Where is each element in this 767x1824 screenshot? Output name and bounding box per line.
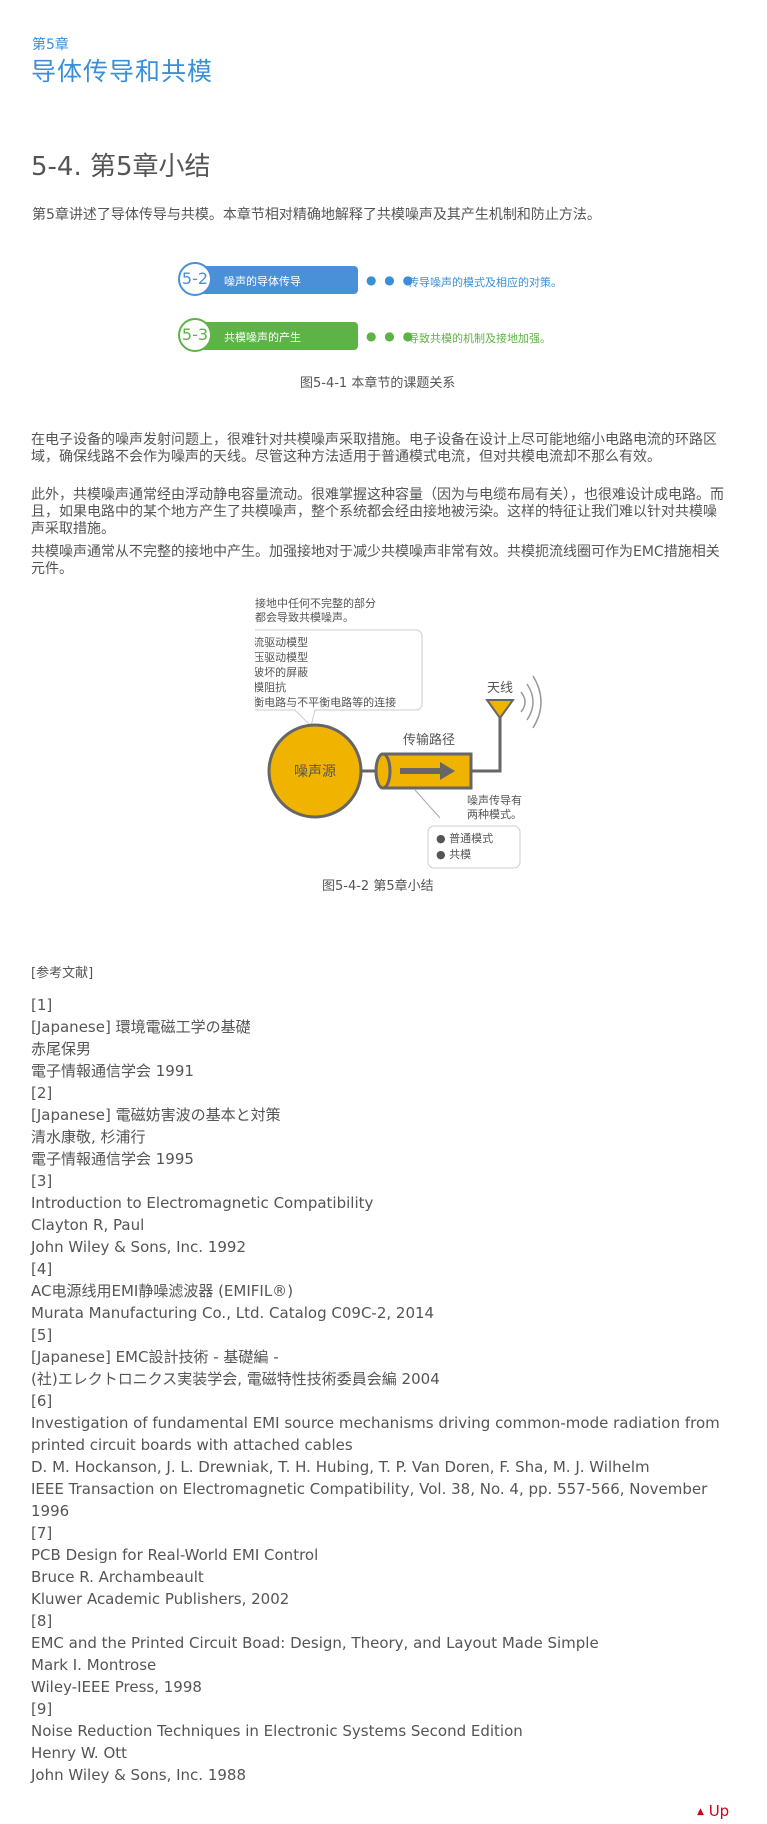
mode-item: ● 共模 xyxy=(436,848,471,861)
reference-line: 電子情報通信学会 1995 xyxy=(31,1150,194,1168)
reference-line: Clayton R, Paul xyxy=(31,1216,145,1234)
causes-box xyxy=(255,629,423,711)
reference-line: Murata Manufacturing Co., Ltd. Catalog C… xyxy=(31,1304,435,1322)
topic-description: 传导噪声的模式及相应的对策。 xyxy=(408,276,562,289)
paragraph: 共模噪声通常从不完整的接地中产生。加强接地对于减少共模噪声非常有效。共模扼流线圈… xyxy=(31,544,720,577)
dots-connector: ● ● ● xyxy=(366,273,416,287)
topic-number: 5-2 xyxy=(178,262,212,296)
cause-item: ● 电压驱动模型 xyxy=(255,650,308,664)
topic-number: 5-3 xyxy=(178,318,212,352)
reference-line: [Japanese] 環境電磁工学の基礎 xyxy=(31,1018,251,1036)
reference-line: PCB Design for Real-World EMI Control xyxy=(31,1546,319,1564)
reference-number: [5] xyxy=(31,1326,53,1344)
reference-line: John Wiley & Sons, Inc. 1988 xyxy=(31,1766,247,1784)
topic-badge-5-2: 5-2 噪声的导体传导 xyxy=(178,262,358,296)
reference-line: Noise Reduction Techniques in Electronic… xyxy=(31,1722,523,1740)
topic-description: 导致共模的机制及接地加强。 xyxy=(408,332,551,345)
chapter-number: 第5章 xyxy=(32,37,69,53)
reference-number: [2] xyxy=(31,1084,53,1102)
noise-source-label: 噪声源 xyxy=(294,764,336,780)
modes-note: 两种模式。 xyxy=(467,807,522,821)
reference-number: [3] xyxy=(31,1172,53,1190)
reference-line: 清水康敬, 杉浦行 xyxy=(31,1128,146,1146)
paragraph: 在电子设备的噪声发射问题上，很难针对共模噪声采取措施。电子设备在设计上尽可能地缩… xyxy=(31,432,717,465)
reference-line: Investigation of fundamental EMI source … xyxy=(31,1414,720,1454)
section-intro: 第5章讲述了导体传导与共模。本章节相对精确地解释了共模噪声及其产生机制和防止方法… xyxy=(32,207,601,223)
topic-label: 噪声的导体传导 xyxy=(224,275,301,288)
reference-line: 電子情報通信学会 1991 xyxy=(31,1062,194,1080)
reference-line: Wiley-IEEE Press, 1998 xyxy=(31,1678,202,1696)
reference-number: [6] xyxy=(31,1392,53,1410)
modes-note: 噪声传导有 xyxy=(467,793,522,807)
topic-label: 共模噪声的产生 xyxy=(224,331,301,344)
antenna-icon xyxy=(485,699,515,720)
reference-number: [8] xyxy=(31,1612,53,1630)
paragraph: 此外，共模噪声通常经由浮动静电容量流动。很难掌握这种容量（因为与电缆布局有关），… xyxy=(31,487,724,537)
reference-number: [7] xyxy=(31,1524,53,1542)
reference-number: [1] xyxy=(31,996,53,1014)
reference-line: Mark I. Montrose xyxy=(31,1656,157,1674)
section-title: 5-4. 第5章小结 xyxy=(31,152,211,182)
dots-connector: ● ● ● xyxy=(366,329,416,343)
mode-item: ● 普通模式 xyxy=(436,831,493,845)
reference-line: [Japanese] 電磁妨害波の基本と対策 xyxy=(31,1106,281,1124)
cause-item: ● 电流驱动模型 xyxy=(255,635,308,649)
topic-relation-figure: 5-2 噪声的导体传导 ● ● ● 传导噪声的模式及相应的对策。 5-3 共模噪… xyxy=(178,262,598,370)
reference-line: (社)エレクトロニクス実装学会, 電磁特性技術委員会編 2004 xyxy=(31,1370,440,1388)
reference-line: EMC and the Printed Circuit Boad: Design… xyxy=(31,1634,599,1652)
cause-item: ● 平衡电路与不平衡电路等的连接 xyxy=(255,695,396,709)
reference-line: Bruce R. Archambeault xyxy=(31,1568,204,1586)
reference-line: IEEE Transaction on Electromagnetic Comp… xyxy=(31,1480,708,1520)
arrow-right-icon xyxy=(400,762,455,780)
up-arrow-icon: ▲ xyxy=(697,1807,704,1817)
reference-line: AC电源线用EMI静噪滤波器 (EMIFIL®) xyxy=(31,1282,294,1300)
figure-caption: 图5-4-1 本章节的课题关系 xyxy=(300,376,456,391)
reference-line: 赤尾保男 xyxy=(31,1040,92,1058)
modes-box xyxy=(427,825,521,869)
up-link-label: Up xyxy=(708,1802,730,1820)
reference-line: Kluwer Academic Publishers, 2002 xyxy=(31,1590,290,1608)
signal-wave-icon xyxy=(520,691,526,713)
reference-line: D. M. Hockanson, J. L. Drewniak, T. H. H… xyxy=(31,1458,650,1476)
incomplete-ground-note: 接地中任何不完整的部分 xyxy=(255,596,376,610)
reference-line: [Japanese] EMC設計技術 - 基礎編 - xyxy=(31,1348,279,1366)
cause-item: ● 共模阻抗 xyxy=(255,680,286,694)
chapter-summary-diagram: 接地中任何不完整的部分 都会导致共模噪声。 ● 电流驱动模型 ● 电压驱动模型 … xyxy=(255,596,542,869)
references-heading: [参考文献] xyxy=(31,966,94,981)
reference-number: [4] xyxy=(31,1260,53,1278)
reference-number: [9] xyxy=(31,1700,53,1718)
antenna-label: 天线 xyxy=(487,681,513,696)
figure-caption: 图5-4-2 第5章小结 xyxy=(322,879,434,894)
references-list: [1] [Japanese] 環境電磁工学の基礎赤尾保男電子情報通信学会 1991… xyxy=(31,994,731,1786)
cause-item: ● 被破坏的屏蔽 xyxy=(255,665,308,679)
reference-line: Henry W. Ott xyxy=(31,1744,128,1762)
incomplete-ground-note: 都会导致共模噪声。 xyxy=(255,610,354,624)
reference-line: Introduction to Electromagnetic Compatib… xyxy=(31,1194,374,1212)
transmission-path-label: 传输路径 xyxy=(403,732,455,748)
reference-line: John Wiley & Sons, Inc. 1992 xyxy=(31,1238,247,1256)
chapter-title: 导体传导和共模 xyxy=(31,57,214,86)
topic-badge-5-3: 5-3 共模噪声的产生 xyxy=(178,318,358,352)
back-to-top-link[interactable]: ▲ Up xyxy=(697,1802,729,1820)
